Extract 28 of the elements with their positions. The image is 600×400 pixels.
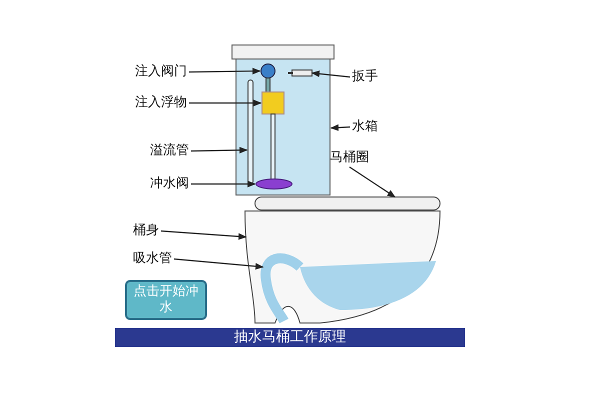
leader-line	[191, 180, 256, 188]
part-label: 溢流管	[150, 143, 189, 159]
leader-line	[189, 100, 262, 106]
leader-line	[189, 68, 261, 74]
toilet-seat	[254, 196, 440, 210]
leader-line	[174, 258, 264, 270]
part-label: 扳手	[352, 69, 378, 85]
caption: 抽水马桶工作原理	[115, 328, 465, 347]
leader-line	[330, 124, 350, 131]
float	[262, 92, 284, 180]
leader-line	[349, 166, 396, 198]
part-label: 吸水管	[133, 251, 172, 267]
part-label: 注入浮物	[135, 95, 187, 111]
handle	[288, 70, 312, 76]
part-label: 马桶圈	[330, 150, 369, 166]
start-flush-button: 点击开始冲水	[125, 280, 207, 320]
fill-valve	[260, 64, 276, 92]
part-label: 注入阀门	[135, 64, 187, 80]
leader-line	[160, 230, 247, 240]
siphon-pipe	[260, 253, 304, 324]
flush-valve	[256, 178, 292, 190]
leader-line	[311, 70, 350, 78]
toilet-bowl	[244, 210, 440, 324]
part-label: 冲水阀	[150, 176, 189, 192]
overflow-pipe	[248, 80, 254, 184]
part-label: 水箱	[352, 119, 378, 135]
leader-line	[190, 146, 248, 154]
part-label: 桶身	[133, 223, 159, 239]
